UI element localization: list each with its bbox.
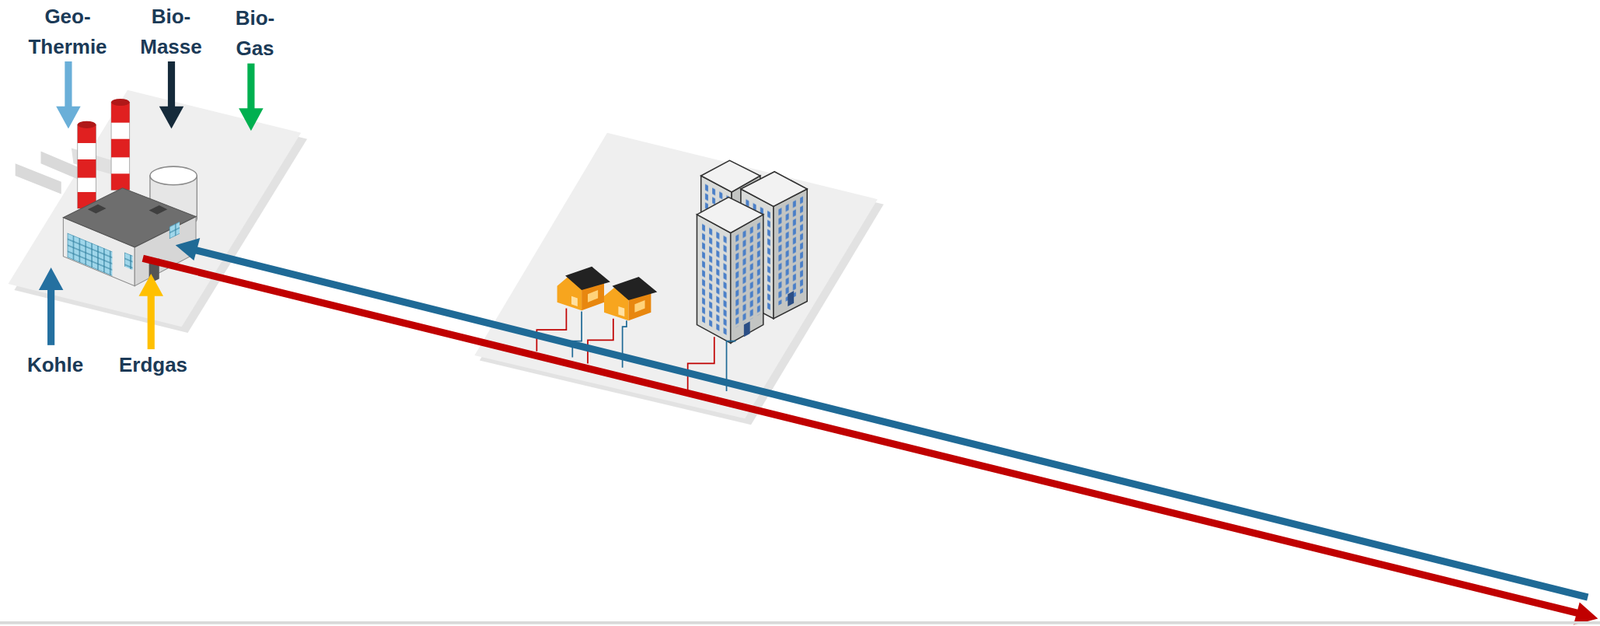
city-ground-plane <box>474 132 877 420</box>
chimney <box>77 121 97 209</box>
source-label: Erdgas <box>98 349 208 381</box>
supply-pipe <box>143 258 1599 625</box>
house <box>604 276 657 321</box>
chimney <box>111 98 130 190</box>
bottom-rule <box>0 621 1600 625</box>
source-label: Geo- Thermie <box>20 1 115 63</box>
apartment-tower <box>696 197 763 344</box>
input-arrow <box>238 63 264 132</box>
input-arrow <box>139 273 165 350</box>
source-label: Kohle <box>0 349 110 381</box>
plant-building <box>62 188 196 287</box>
return-pipe <box>175 237 1589 598</box>
source-label: Bio- Masse <box>132 1 210 63</box>
input-arrow <box>159 61 185 130</box>
house <box>557 266 611 311</box>
input-arrow <box>38 267 64 346</box>
input-arrow <box>55 61 81 130</box>
source-label: Bio- Gas <box>227 3 283 64</box>
